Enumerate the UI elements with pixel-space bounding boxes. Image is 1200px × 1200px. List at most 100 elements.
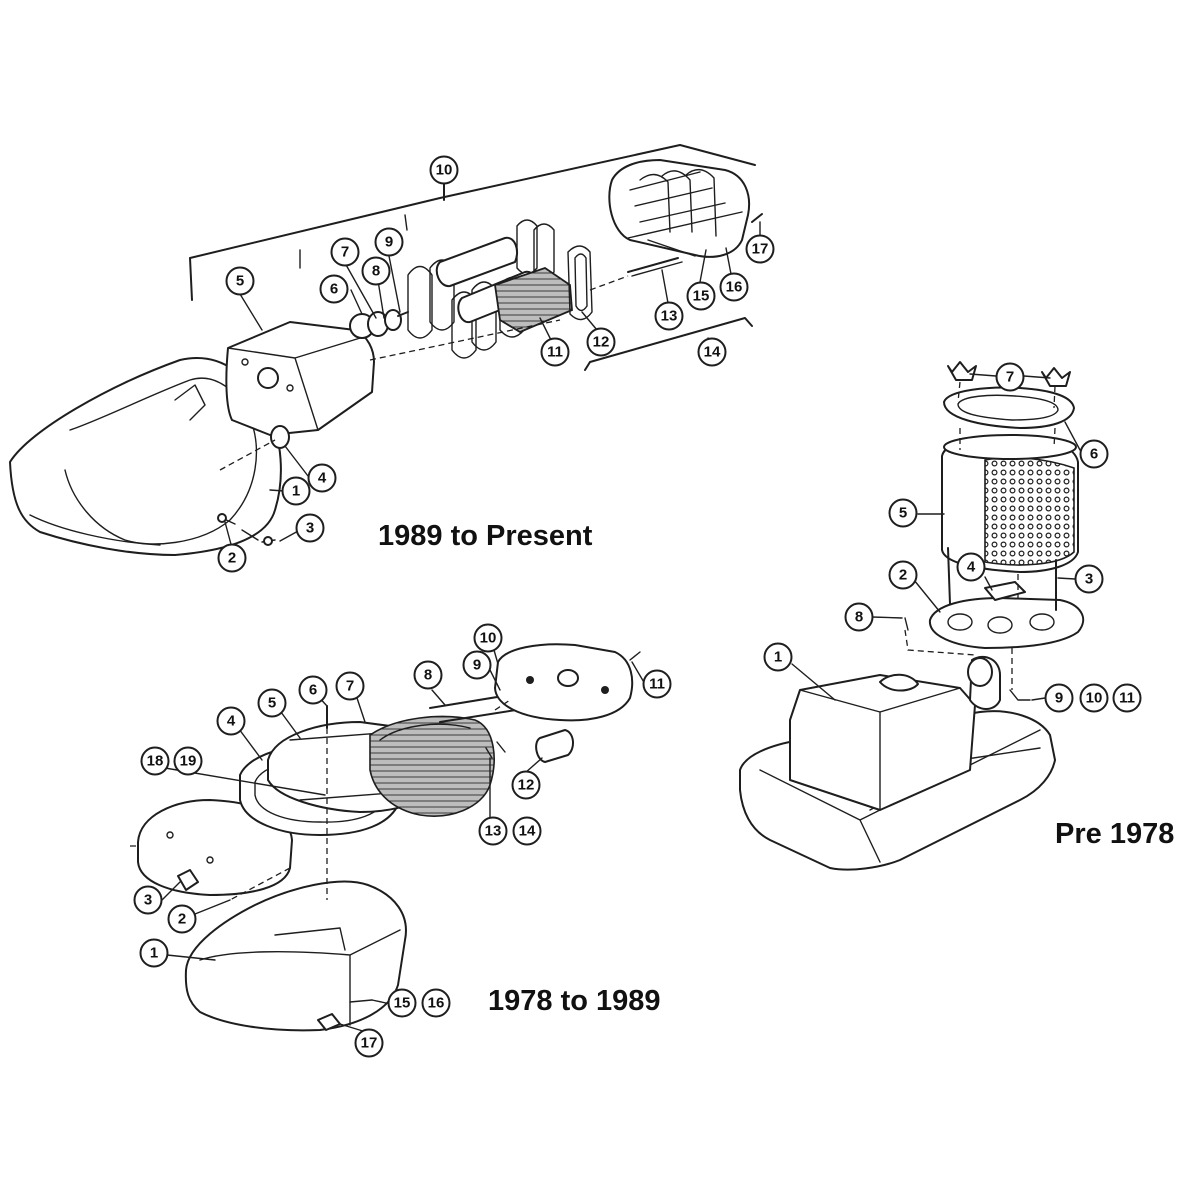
callout-2: 2: [888, 560, 918, 590]
callout-10: 10: [1079, 683, 1109, 713]
callout-9: 9: [462, 650, 492, 680]
screws-part-15-16: [349, 999, 373, 1003]
svg-text:2: 2: [178, 911, 186, 928]
end-plate-coils: [639, 169, 717, 237]
cover-panel: [274, 927, 346, 951]
clip-part-9-11: [1009, 689, 1031, 701]
svg-text:14: 14: [519, 823, 536, 840]
callout-1: 1: [281, 476, 311, 506]
callout-11: 11: [1112, 683, 1142, 713]
svg-text:6: 6: [309, 682, 317, 699]
wingnut-part-7: [1041, 367, 1071, 387]
callout-6: 6: [298, 675, 328, 705]
group-bracket-14: [584, 317, 753, 371]
filter-top-rim: [943, 434, 1077, 460]
plate-hole: [166, 831, 174, 839]
callout-10: 10: [429, 155, 459, 185]
callout-15: 15: [686, 281, 716, 311]
cover-emblem: [174, 384, 206, 421]
callout-14: 14: [697, 337, 727, 367]
body-edges: [799, 687, 961, 811]
callout-7: 7: [335, 671, 365, 701]
svg-text:19: 19: [180, 753, 197, 770]
rod-part-13-edge: [631, 261, 683, 277]
callout-12: 12: [511, 770, 541, 800]
cover-ridge: [64, 377, 258, 545]
callout-3: 3: [295, 513, 325, 543]
callout-13: 13: [654, 301, 684, 331]
grommet-part-4: [270, 425, 290, 449]
svg-text:1: 1: [774, 649, 782, 666]
modern-assembly: [9, 144, 763, 556]
svg-text:8: 8: [424, 667, 432, 684]
callout-18: 18: [140, 746, 170, 776]
svg-text:11: 11: [547, 344, 563, 361]
svg-text:17: 17: [752, 241, 769, 258]
bracket-part-3: [177, 869, 199, 891]
callout-17: 17: [354, 1028, 384, 1058]
gasket-inner: [957, 394, 1059, 421]
mid-mesh-filter: [369, 715, 495, 817]
svg-text:5: 5: [268, 695, 276, 712]
washer-part-8: [384, 309, 402, 331]
mid-oval-plate-part-2: [137, 799, 293, 896]
svg-text:6: 6: [1090, 446, 1098, 463]
rods-part-3: [947, 547, 1057, 611]
svg-text:16: 16: [428, 995, 445, 1012]
svg-text:7: 7: [1006, 369, 1014, 386]
tube-cylinder: [435, 236, 518, 288]
callout-9: 9: [1044, 683, 1074, 713]
plate-hole: [987, 616, 1013, 634]
housing-edges: [227, 334, 371, 431]
callout-11: 11: [642, 669, 672, 699]
screw-part-8: [904, 617, 909, 631]
callout-2: 2: [217, 543, 247, 573]
base-edges: [759, 729, 1041, 863]
rod-link: [647, 239, 696, 257]
gasket-part-12: [567, 245, 593, 321]
plate-bolt: [526, 676, 534, 684]
bracket-part-4: [984, 581, 1026, 601]
callout-5: 5: [257, 688, 287, 718]
group-bracket-10: [189, 144, 756, 301]
callout-10: 10: [473, 623, 503, 653]
svg-text:18: 18: [147, 753, 164, 770]
pre1978-plate-part-2: [928, 597, 1085, 649]
svg-text:11: 11: [649, 676, 665, 693]
svg-text:5: 5: [236, 273, 244, 290]
callout-7: 7: [330, 237, 360, 267]
callout-5: 5: [888, 498, 918, 528]
callout-16: 16: [421, 988, 451, 1018]
svg-text:11: 11: [1119, 690, 1135, 707]
cover-edges: [199, 929, 401, 1026]
cover-lip: [29, 514, 161, 546]
svg-text:16: 16: [726, 279, 743, 296]
svg-text:8: 8: [855, 609, 863, 626]
svg-text:9: 9: [385, 234, 393, 251]
svg-text:8: 8: [372, 263, 380, 280]
end-plate-rods: [627, 171, 743, 239]
screw-part-3: [263, 536, 273, 546]
svg-text:6: 6: [330, 281, 338, 298]
callout-17: 17: [745, 234, 775, 264]
assembly-dashes: [219, 275, 629, 471]
svg-text:4: 4: [318, 470, 327, 487]
modern-diagram-title: 1989 to Present: [378, 520, 593, 552]
plate-hole: [1029, 613, 1055, 631]
callout-8: 8: [361, 256, 391, 286]
callout-5: 5: [225, 266, 255, 296]
svg-text:12: 12: [593, 334, 610, 351]
filter-mesh: [984, 456, 1075, 566]
callout-7: 7: [995, 362, 1025, 392]
housing-screw: [241, 358, 249, 366]
filter-top-edge: [379, 723, 471, 741]
svg-text:13: 13: [661, 308, 678, 325]
plate-hole: [206, 856, 214, 864]
screw-part-9: [397, 311, 409, 317]
body-opening: [879, 673, 919, 692]
callout-4: 4: [216, 706, 246, 736]
tube-part-12: [535, 729, 574, 763]
screw-part-11: [629, 651, 641, 661]
elbow-mouth: [967, 657, 993, 687]
callout-13: 13: [478, 816, 508, 846]
